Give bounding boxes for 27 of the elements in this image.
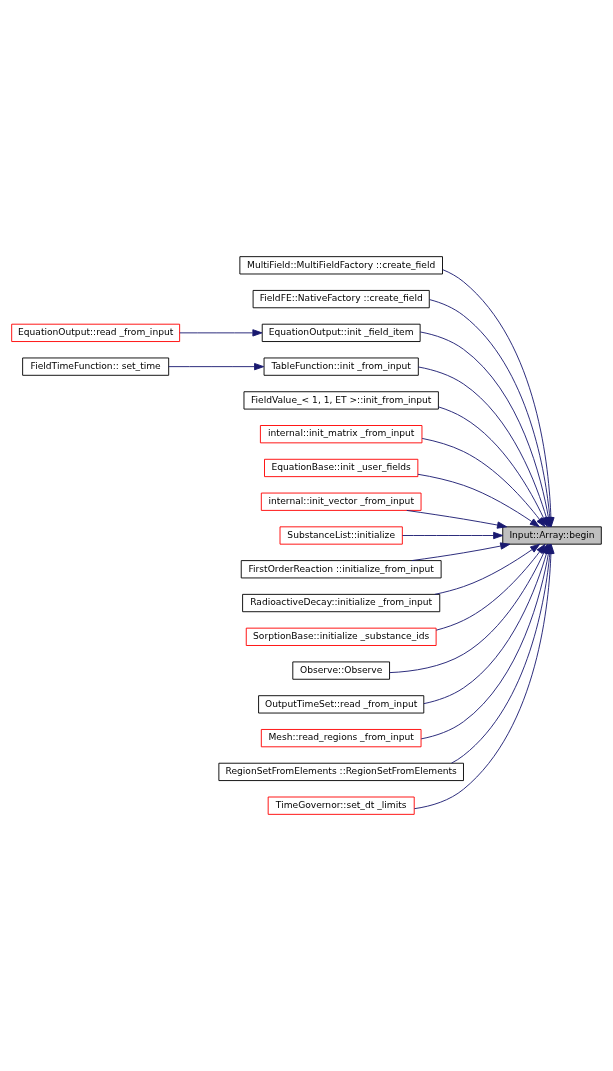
node-box: RadioactiveDecay::initialize _from_input [242, 593, 441, 613]
node-box: RegionSetFromElements ::RegionSetFromElements [218, 762, 464, 782]
node-box: TimeGovernor::set_dt _limits [267, 796, 415, 815]
node-box: EquationOutput::init _field_item [261, 323, 421, 342]
node-box: Input::Array::begin [502, 526, 602, 545]
node-box: EquationOutput::read _from_input [11, 323, 181, 342]
arrow [434, 543, 541, 595]
node-box: Mesh::read_regions _from_input [260, 729, 422, 748]
node-box: TableFunction::init _from_input [263, 357, 419, 376]
node-box: OutputTimeSet::read _from_input [258, 695, 425, 714]
node-box: FieldFE::NativeFactory ::create_field [252, 289, 430, 309]
node-box: FieldValue_< 1, 1, ET >::init_from_input [243, 391, 439, 410]
node-box: FirstOrderReaction ::initialize_from_input [240, 560, 442, 579]
node-box: FieldTimeFunction:: set_time [22, 357, 170, 376]
node-box: SorptionBase::initialize _substance_ids [245, 627, 437, 646]
arrow [411, 542, 511, 562]
arrow [402, 531, 504, 540]
node-box: SubstanceList::initialize [279, 526, 403, 545]
node-box: MultiField::MultiFieldFactory ::create_field [239, 256, 443, 275]
arrow [417, 473, 540, 528]
node-box: EquationBase::init _user_fields [264, 458, 419, 478]
node-box: Observe::Observe [292, 661, 390, 680]
arrow [168, 363, 265, 371]
node-box: internal::init_vector _from_input [260, 492, 422, 511]
node-box: internal::init_matrix _from_input [259, 425, 423, 444]
arrow [406, 510, 508, 529]
arrow [179, 329, 263, 337]
